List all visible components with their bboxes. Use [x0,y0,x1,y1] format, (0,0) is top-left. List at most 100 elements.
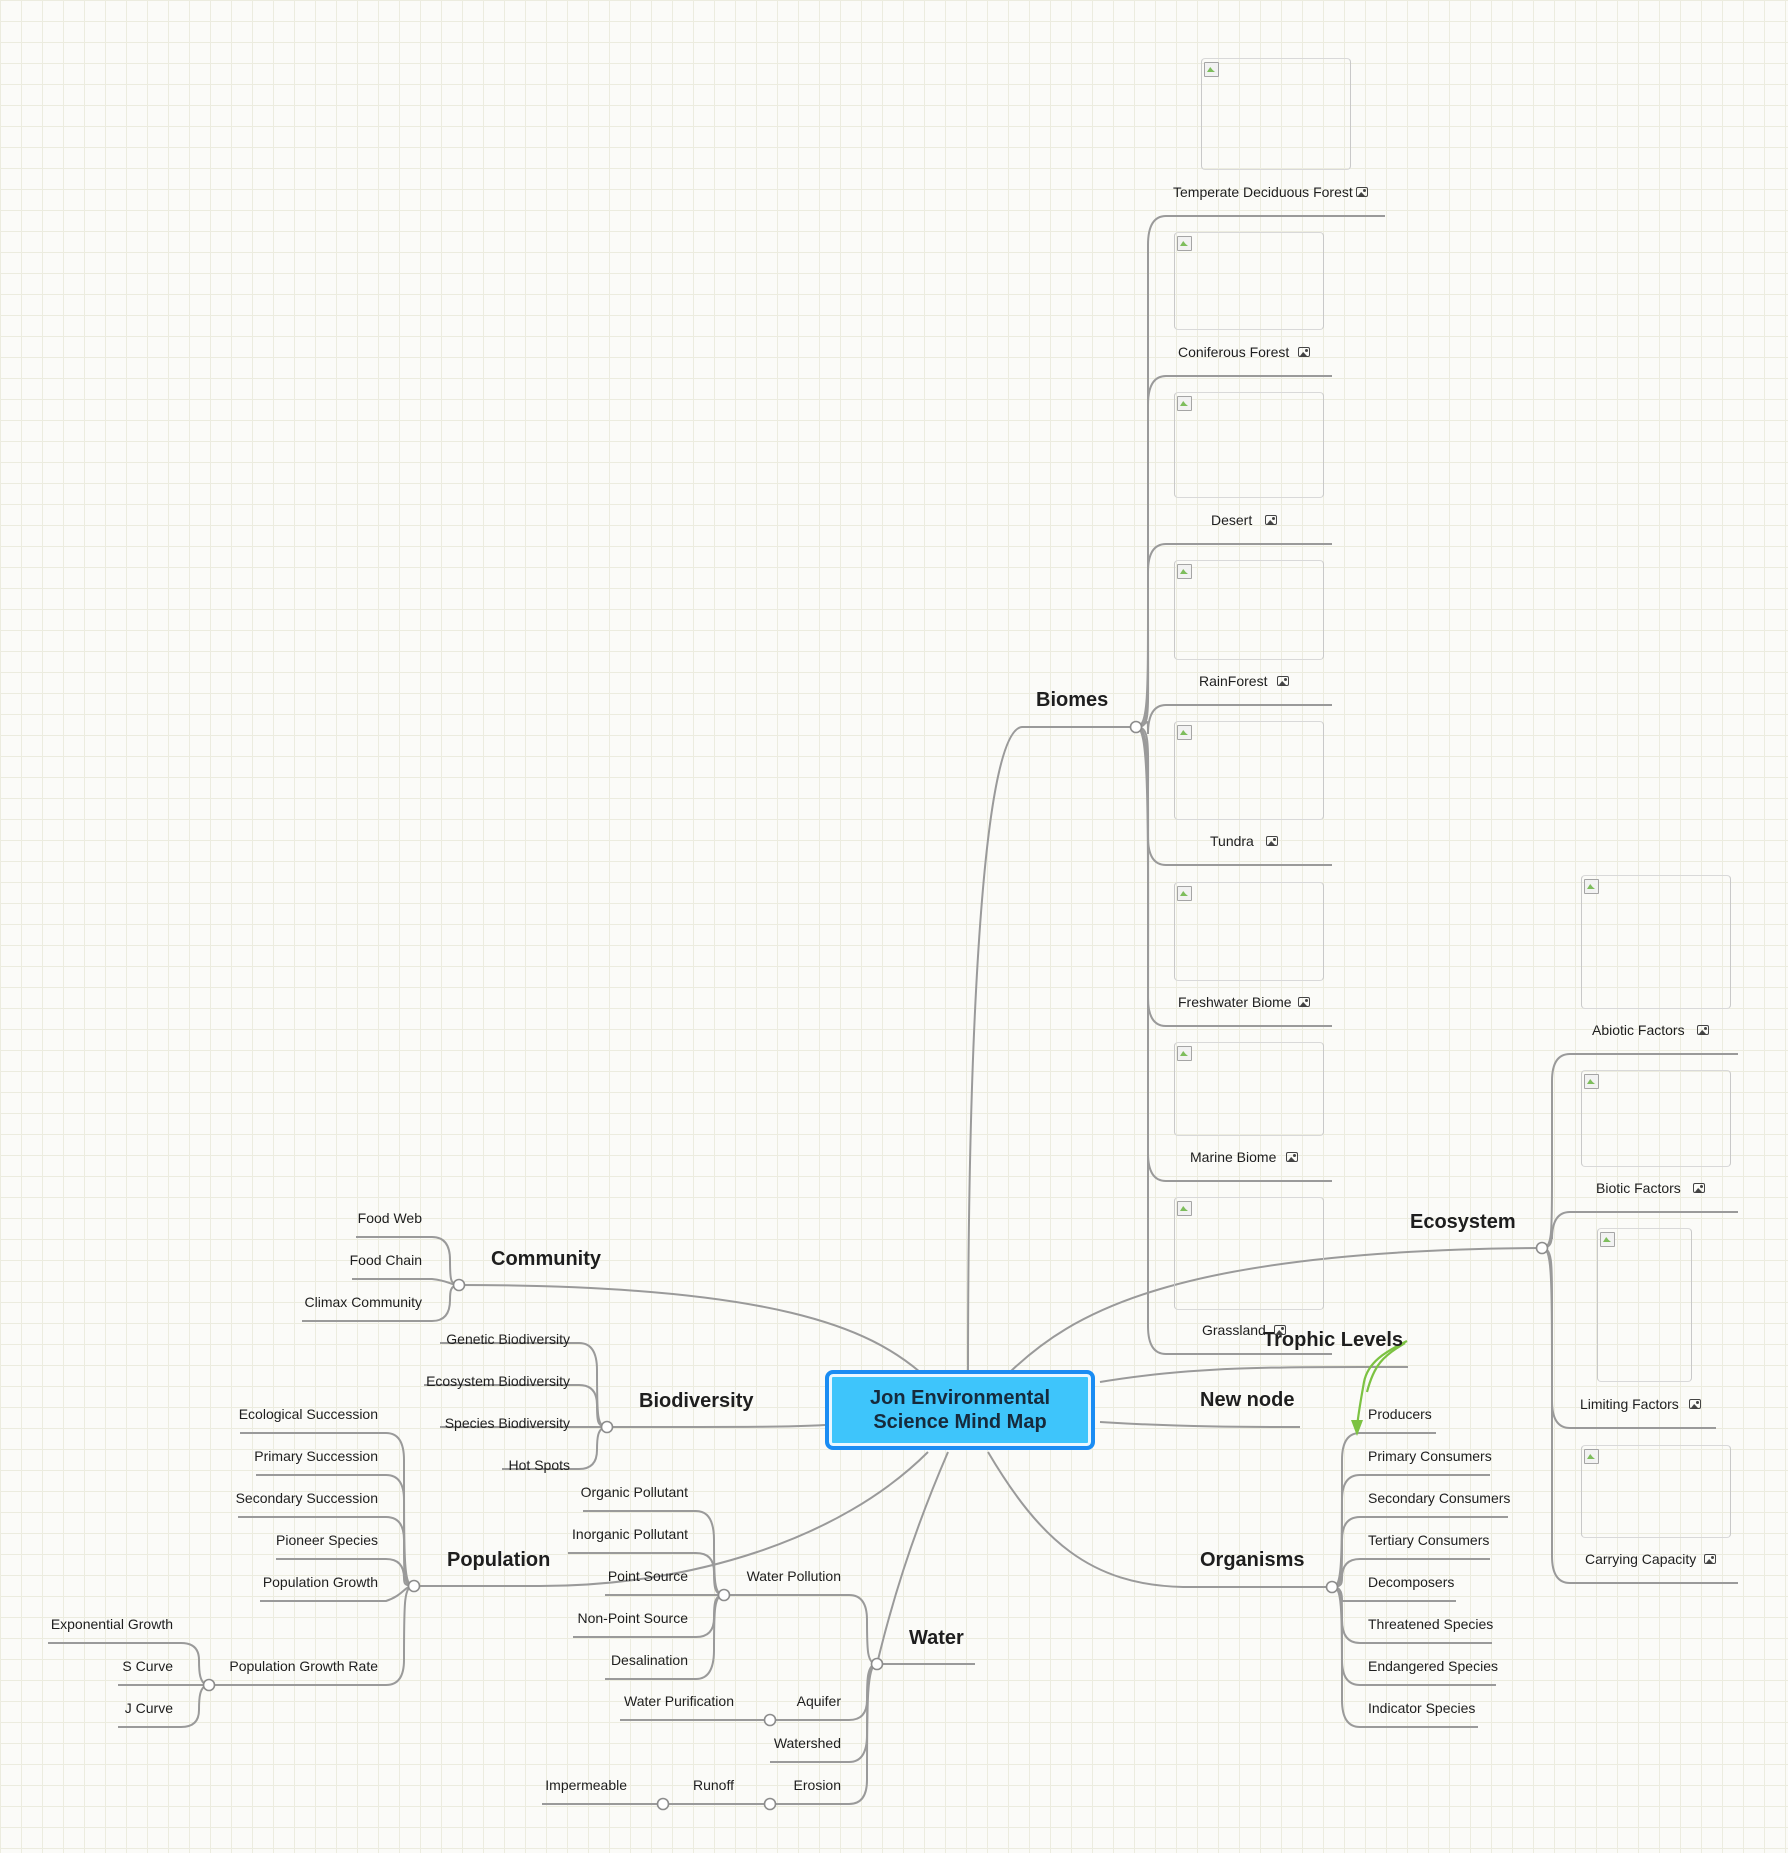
connector-organisms-6 [1331,1586,1492,1644]
population-population-growth[interactable]: Population Growth [262,1574,378,1590]
biodiversity-genetic[interactable]: Genetic Biodiversity [446,1331,570,1347]
image-icon[interactable] [1277,676,1289,686]
topic-community[interactable]: Community [491,1248,601,1270]
population-secondary-succession[interactable]: Secondary Succession [235,1490,378,1506]
topic-ecosystem[interactable]: Ecosystem [1410,1211,1516,1233]
biome-image-placeholder [1174,1042,1324,1136]
image-icon[interactable] [1298,347,1310,357]
wp-desalination[interactable]: Desalination [610,1652,688,1668]
population-growth-rate[interactable]: Population Growth Rate [229,1658,378,1674]
connector-water [875,1451,975,1665]
root-topic[interactable]: Jon Environmental Science Mind Map [825,1370,1095,1450]
biodiversity-species[interactable]: Species Biodiversity [444,1415,570,1431]
image-icon[interactable] [1298,997,1310,1007]
connector-community-3 [302,1284,460,1322]
organism-endangered-species[interactable]: Endangered Species [1368,1658,1498,1674]
image-icon[interactable] [1689,1399,1701,1409]
organism-indicator-species[interactable]: Indicator Species [1368,1700,1476,1716]
topic-biodiversity[interactable]: Biodiversity [639,1390,754,1412]
aquifer-water-purification[interactable]: Water Purification [624,1693,734,1709]
topic-new-node[interactable]: New node [1200,1389,1295,1411]
biome-rainforest[interactable]: RainForest [1199,673,1268,689]
knob-ecosystem [1535,1241,1549,1255]
organism-threatened-species[interactable]: Threatened Species [1368,1616,1494,1632]
organism-producers[interactable]: Producers [1368,1406,1432,1422]
community-climax-community[interactable]: Climax Community [304,1294,422,1310]
connector-organisms-3 [1331,1516,1508,1588]
biome-grassland[interactable]: Grassland [1202,1322,1266,1338]
ecosystem-limiting-factors[interactable]: Limiting Factors [1580,1396,1679,1412]
population-ecological-succession[interactable]: Ecological Succession [238,1406,378,1422]
water-water-pollution[interactable]: Water Pollution [746,1568,841,1584]
population-pioneer-species[interactable]: Pioneer Species [276,1532,378,1548]
connector-ecosystem-2 [1541,1211,1738,1249]
pgr-s-curve[interactable]: S Curve [122,1658,173,1674]
topic-biomes[interactable]: Biomes [1036,689,1109,711]
connector-biome-3 [1135,543,1332,728]
wp-organic-pollutant[interactable]: Organic Pollutant [580,1484,688,1500]
pgr-j-curve[interactable]: J Curve [124,1700,173,1716]
image-icon[interactable] [1704,1554,1716,1564]
wp-point-source[interactable]: Point Source [607,1568,688,1584]
topic-organisms[interactable]: Organisms [1200,1549,1305,1571]
image-icon[interactable] [1697,1025,1709,1035]
connector-biomes [967,726,1136,1373]
organism-tertiary-consumers[interactable]: Tertiary Consumers [1368,1532,1490,1548]
biome-image-placeholder [1174,392,1324,498]
connector-water-2 [770,1663,878,1721]
connector-biome-8 [1135,726,1332,1355]
image-icon[interactable] [1274,1325,1286,1335]
population-primary-succession[interactable]: Primary Succession [254,1448,378,1464]
biodiversity-hot-spots[interactable]: Hot Spots [508,1457,570,1473]
ecosystem-image-placeholder [1581,1070,1731,1167]
biome-freshwater[interactable]: Freshwater Biome [1178,994,1292,1010]
erosion-runoff[interactable]: Runoff [693,1777,734,1793]
biome-coniferous-forest[interactable]: Coniferous Forest [1178,344,1290,360]
image-icon[interactable] [1286,1152,1298,1162]
biome-temperate-deciduous-forest[interactable]: Temperate Deciduous Forest [1173,184,1353,200]
water-aquifer[interactable]: Aquifer [796,1693,841,1709]
connector-community-2 [352,1278,460,1286]
water-watershed[interactable]: Watershed [773,1735,841,1751]
knob-organisms [1325,1580,1339,1594]
topic-water[interactable]: Water [909,1627,964,1649]
image-icon[interactable] [1265,515,1277,525]
relationship-arrowhead [1351,1420,1363,1436]
wp-inorganic-pollutant[interactable]: Inorganic Pollutant [572,1526,688,1542]
connector-biodiversity-1 [440,1342,608,1428]
wp-non-point-source[interactable]: Non-Point Source [577,1610,688,1626]
organism-secondary-consumers[interactable]: Secondary Consumers [1368,1490,1511,1506]
pgr-exponential-growth[interactable]: Exponential Growth [50,1616,173,1632]
connector-population-2 [256,1474,415,1587]
organism-primary-consumers[interactable]: Primary Consumers [1368,1448,1492,1464]
runoff-impermeable[interactable]: Impermeable [545,1777,627,1793]
connector-organisms-2 [1331,1474,1490,1588]
connector-population-4 [276,1558,415,1587]
connector-water-4 [770,1663,878,1805]
knob-biomes [1129,720,1143,734]
ecosystem-abiotic-factors[interactable]: Abiotic Factors [1592,1022,1685,1038]
organism-decomposers[interactable]: Decomposers [1368,1574,1455,1590]
connector-organisms-8 [1331,1586,1478,1728]
biome-marine[interactable]: Marine Biome [1190,1149,1277,1165]
connector-pgr-3 [118,1684,210,1728]
topic-population[interactable]: Population [447,1549,551,1571]
biome-image-placeholder [1201,58,1351,170]
biome-tundra[interactable]: Tundra [1210,833,1254,849]
topic-trophic-levels[interactable]: Trophic Levels [1263,1329,1404,1351]
connector-wp-1 [583,1510,725,1596]
community-food-web[interactable]: Food Web [357,1210,422,1226]
biome-desert[interactable]: Desert [1211,512,1253,528]
water-erosion[interactable]: Erosion [793,1777,841,1793]
image-icon[interactable] [1356,187,1368,197]
ecosystem-biotic-factors[interactable]: Biotic Factors [1596,1180,1681,1196]
knob-community [452,1278,466,1292]
connector-water-1 [724,1594,878,1665]
community-food-chain[interactable]: Food Chain [349,1252,422,1268]
image-icon[interactable] [1266,836,1278,846]
biome-image-placeholder [1174,882,1324,981]
ecosystem-carrying-capacity[interactable]: Carrying Capacity [1585,1551,1697,1567]
biodiversity-ecosystem[interactable]: Ecosystem Biodiversity [426,1373,570,1389]
image-icon[interactable] [1693,1183,1705,1193]
